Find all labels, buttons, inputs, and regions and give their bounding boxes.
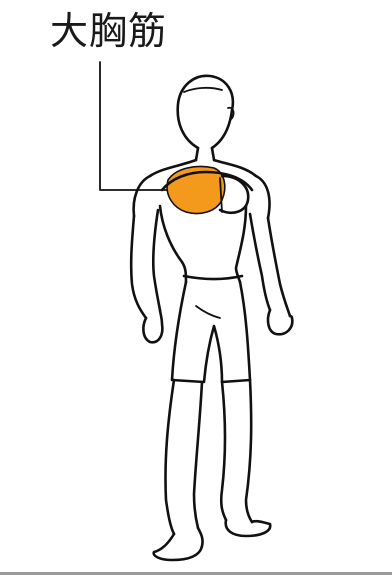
right-shoulder [256, 176, 270, 218]
hair-line [184, 88, 222, 92]
waistband [184, 276, 242, 279]
left-leg-inner [194, 382, 202, 528]
right-upper-arm [268, 218, 290, 316]
right-inner-arm [250, 214, 270, 310]
left-hand [143, 310, 162, 342]
shorts [172, 282, 250, 382]
bottom-divider [0, 572, 392, 575]
left-torso [160, 206, 186, 282]
left-foot [154, 528, 203, 560]
head [178, 76, 233, 148]
left-shoulder [134, 176, 150, 216]
shorts-inner-line [196, 306, 220, 318]
right-leg-inner [221, 382, 226, 520]
neck [196, 148, 214, 160]
left-leg-outer [165, 380, 174, 534]
right-leg-outer [246, 380, 252, 522]
right-foot [226, 520, 271, 536]
left-inner-arm [153, 210, 160, 310]
left-upper-arm [131, 216, 146, 318]
right-torso [236, 206, 246, 282]
